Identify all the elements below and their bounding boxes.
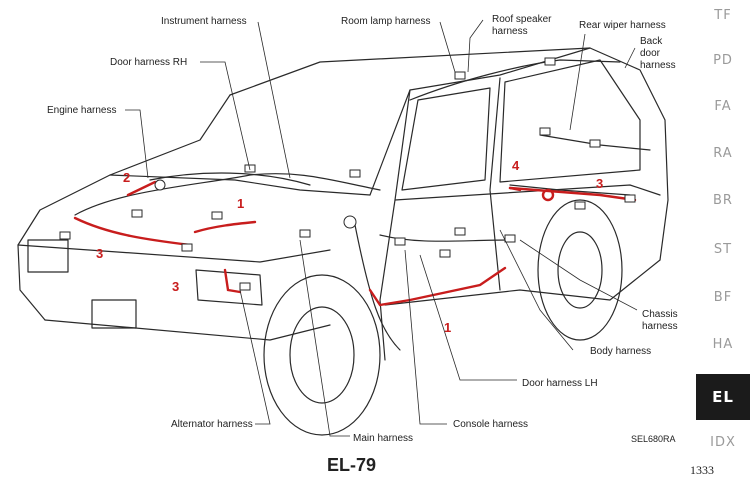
- leader-alternator: [239, 289, 271, 425]
- label-back-door-harness: Back door harness: [640, 36, 676, 71]
- tab-tf[interactable]: TF: [714, 8, 732, 23]
- label-main-harness: Main harness: [353, 433, 414, 444]
- highlight-door-harness: [368, 266, 507, 307]
- rear-wheel: [537, 199, 623, 341]
- label-engine-harness: Engine harness: [47, 105, 117, 116]
- tab-br[interactable]: BR: [713, 193, 733, 208]
- leader-console: [404, 249, 447, 425]
- label-alternator-harness: Alternator harness: [171, 419, 253, 430]
- leader-back-door: [624, 47, 636, 69]
- label-rear-wiper-harness: Rear wiper harness: [579, 20, 666, 31]
- b-pillar: [489, 77, 501, 291]
- tab-idx[interactable]: IDX: [710, 435, 736, 450]
- leader-instrument: [257, 21, 291, 179]
- front-wheel: [263, 274, 381, 436]
- label-room-lamp-harness: Room lamp harness: [341, 16, 431, 27]
- leader-body: [499, 229, 574, 351]
- front-face: [17, 244, 331, 263]
- leader-engine: [125, 109, 149, 179]
- highlight-connector: [541, 188, 555, 202]
- section-tab-sidebar: TF PD FA RA BR ST BF HA EL IDX: [696, 0, 750, 481]
- tab-bf[interactable]: BF: [713, 290, 733, 305]
- license-plate: [91, 299, 137, 329]
- page-label: EL-79: [327, 455, 377, 475]
- callout-3-front-low: 3: [172, 279, 180, 294]
- rear-window: [499, 59, 641, 183]
- highlight-rear-harness: [508, 186, 637, 202]
- belt-line: [394, 184, 661, 201]
- headlamp-right: [195, 269, 263, 306]
- callout-2-engine: 2: [123, 170, 131, 185]
- tab-fa[interactable]: FA: [714, 99, 732, 114]
- callout-1-door: 1: [444, 320, 452, 335]
- tab-st[interactable]: ST: [713, 242, 733, 257]
- hood-edge: [109, 174, 371, 196]
- leader-roof-speaker: [467, 19, 484, 73]
- roof-outline: [229, 47, 669, 261]
- hood-front-outline: [17, 94, 231, 321]
- bumper-line: [44, 319, 331, 341]
- label-instrument-harness: Instrument harness: [161, 16, 247, 27]
- callout-1-hood: 1: [237, 196, 245, 211]
- console-harness-path: [379, 234, 511, 242]
- highlight-hood-harness: [193, 220, 257, 234]
- engine-harness-path: [74, 173, 381, 216]
- main-harness-path: [354, 224, 401, 351]
- highlight-engine-harness: [126, 180, 157, 197]
- leader-door-lh: [419, 254, 517, 381]
- label-body-harness: Body harness: [590, 346, 652, 357]
- headlamp-left: [27, 239, 69, 273]
- tab-ra[interactable]: RA: [713, 146, 733, 161]
- leader-room-lamp: [439, 21, 456, 73]
- tab-el-active[interactable]: EL: [696, 374, 750, 420]
- body-harness-path: [509, 184, 631, 196]
- leader-chassis: [519, 239, 638, 311]
- highlight-lamp-harness: [223, 268, 242, 294]
- vehicle-drawing: [17, 19, 669, 437]
- callout-4-interior: 4: [512, 158, 520, 173]
- label-console-harness: Console harness: [453, 419, 529, 430]
- label-roof-speaker-harness: Roof speaker harness: [492, 14, 552, 37]
- leader-main: [299, 239, 350, 437]
- label-door-harness-rh: Door harness RH: [110, 57, 188, 68]
- instrument-harness-path: [149, 172, 311, 186]
- leader-door-rh: [200, 61, 251, 171]
- tab-pd[interactable]: PD: [713, 53, 733, 68]
- leader-rear-wiper: [569, 33, 586, 131]
- callout-3-rear: 3: [596, 176, 604, 191]
- wiring-harness-diagram: Instrument harness Room lamp harness Roo…: [17, 14, 714, 477]
- rocker-line: [384, 259, 661, 306]
- callout-3-front-top: 3: [96, 246, 104, 261]
- label-chassis-harness: Chassis harness: [642, 309, 678, 332]
- front-window: [401, 87, 491, 191]
- figure-code: SEL680RA: [631, 434, 676, 444]
- highlight-front-harness: [73, 216, 192, 247]
- a-pillar: [379, 89, 411, 361]
- tab-ha[interactable]: HA: [712, 337, 734, 352]
- page-number: 1333: [690, 463, 714, 477]
- label-door-harness-lh: Door harness LH: [522, 378, 598, 389]
